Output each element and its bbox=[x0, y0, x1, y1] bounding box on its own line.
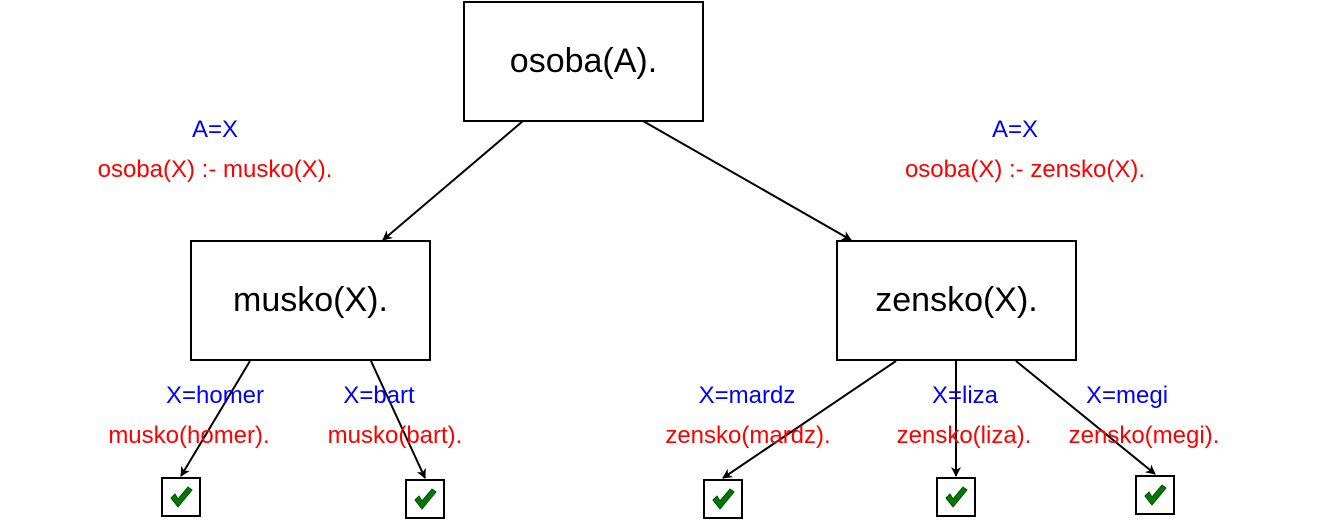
edge-label-megi-binding: X=megi bbox=[1085, 382, 1169, 409]
check-icon bbox=[414, 488, 437, 510]
edge-zensko-megi bbox=[1015, 360, 1156, 475]
check-icon bbox=[170, 486, 193, 508]
edge-label-megi-fact: zensko(megi). bbox=[1068, 422, 1220, 449]
edge-label-right-clause: osoba(X) :- zensko(X). bbox=[904, 156, 1146, 183]
leaf-homer bbox=[161, 477, 201, 517]
leaf-bart bbox=[405, 479, 445, 519]
edge-label-bart-fact: musko(bart). bbox=[327, 422, 463, 449]
check-icon bbox=[1144, 484, 1167, 506]
edge-label-left-clause: osoba(X) :- musko(X). bbox=[97, 156, 333, 183]
leaf-mardz bbox=[703, 479, 743, 519]
edge-label-liza-binding: X=liza bbox=[931, 382, 999, 409]
edge-label-mardz-fact: zensko(mardz). bbox=[665, 422, 831, 449]
check-icon bbox=[945, 486, 968, 508]
edge-label-bart-binding: X=bart bbox=[343, 382, 415, 409]
edge-zensko-mardz bbox=[722, 360, 897, 479]
edge-musko-bart bbox=[370, 360, 426, 479]
node-root: osoba(A). bbox=[463, 1, 704, 122]
node-musko: musko(X). bbox=[190, 240, 431, 361]
edge-label-liza-fact: zensko(liza). bbox=[896, 422, 1032, 449]
edge-label-left-binding: A=X bbox=[191, 116, 239, 143]
edge-root-musko bbox=[382, 120, 524, 241]
check-icon bbox=[712, 488, 735, 510]
edge-label-homer-binding: X=homer bbox=[165, 382, 265, 409]
edge-label-right-binding: A=X bbox=[991, 116, 1039, 143]
node-zensko: zensko(X). bbox=[836, 240, 1077, 361]
edge-label-homer-fact: musko(homer). bbox=[108, 422, 270, 449]
leaf-liza bbox=[936, 477, 976, 517]
edge-root-zensko bbox=[642, 120, 852, 241]
edge-musko-homer bbox=[180, 360, 251, 477]
leaf-megi bbox=[1135, 475, 1175, 515]
edge-label-mardz-binding: X=mardz bbox=[698, 382, 796, 409]
